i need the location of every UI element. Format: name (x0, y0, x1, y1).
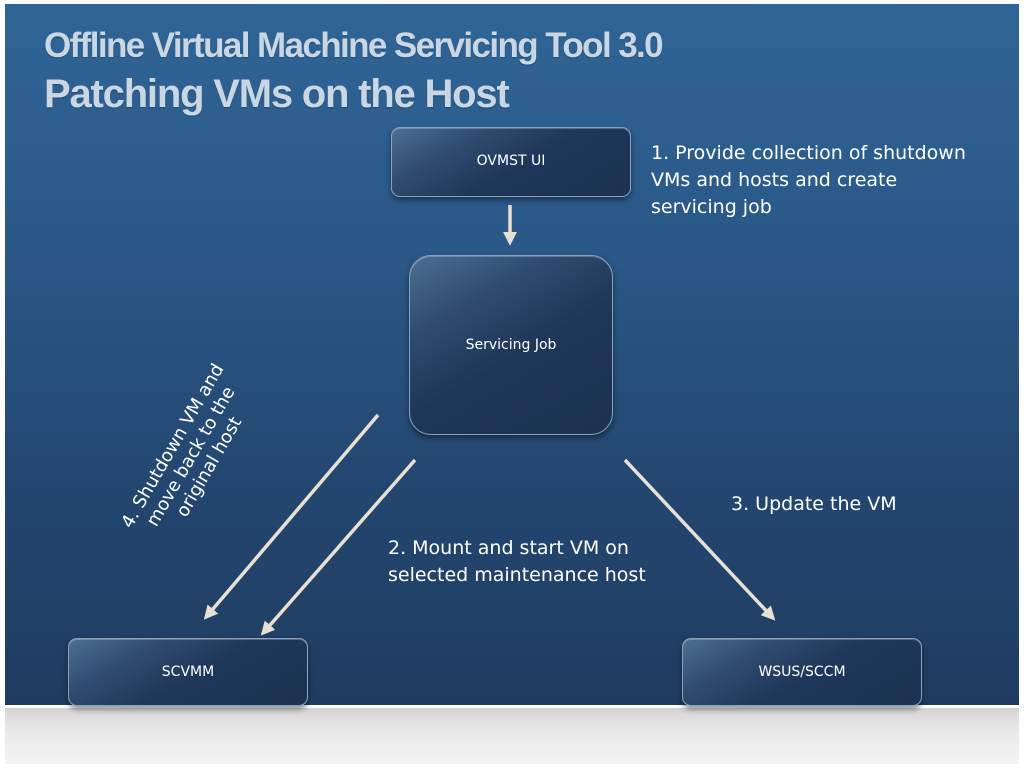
wsus-sccm-node: WSUS/SCCM (682, 638, 922, 706)
scvmm-node: SCVMM (68, 638, 308, 706)
scvmm-label: SCVMM (161, 664, 215, 680)
ovmst-ui-node: OVMST UI (391, 127, 631, 197)
step-3-label: 3. Update the VM (731, 493, 897, 515)
step-1-label: 1. Provide collection of shutdown VMs an… (651, 142, 966, 218)
step-2-label: 2. Mount and start VM on selected mainte… (388, 537, 646, 586)
ovmst-ui-label: OVMST UI (476, 153, 546, 169)
slide-subtitle: Patching VMs on the Host (44, 72, 510, 116)
slide-title: Offline Virtual Machine Servicing Tool 3… (44, 26, 664, 65)
servicing-job-node: Servicing Job (409, 255, 613, 435)
servicing-job-label: Servicing Job (465, 337, 557, 353)
wsus-sccm-label: WSUS/SCCM (758, 664, 846, 680)
floor-reflection (5, 708, 1019, 764)
